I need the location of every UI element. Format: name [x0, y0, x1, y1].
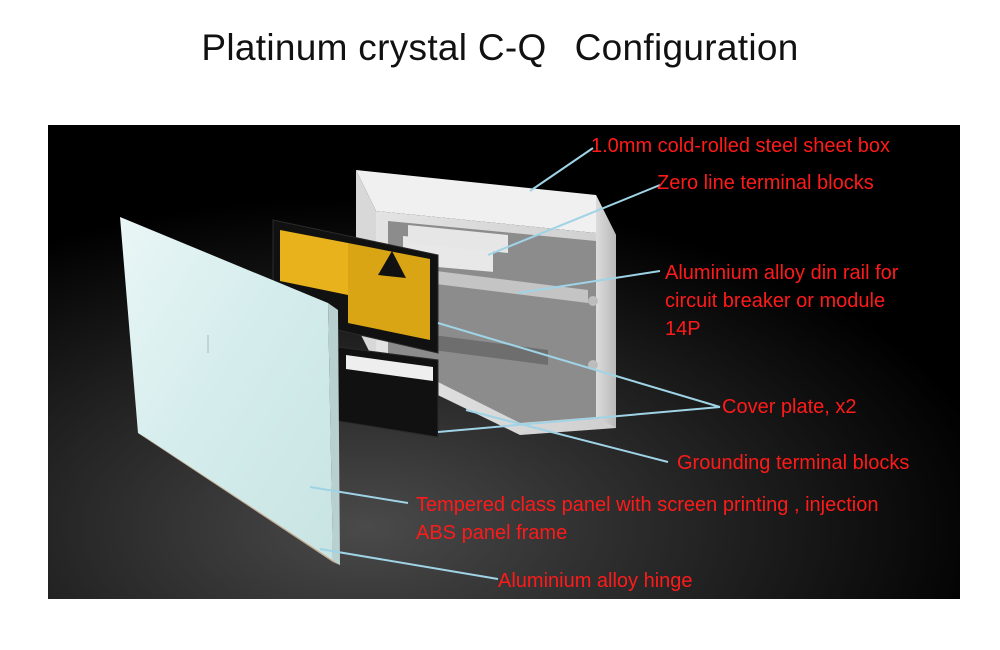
label-grounding-terminals: Grounding terminal blocks [677, 452, 910, 474]
label-glass-panel-line-2: ABS panel frame [416, 522, 568, 544]
label-steel-box: 1.0mm cold-rolled steel sheet box [591, 135, 891, 157]
leader-lines [309, 147, 721, 580]
label-hinge: Aluminium alloy hinge [498, 570, 693, 592]
grounding-terminal-strip [433, 335, 548, 365]
title-section: Configuration [574, 27, 799, 68]
label-din-rail-line-2: circuit breaker or module [665, 290, 886, 312]
page-title: Platinum crystal C-Q Configuration [0, 27, 1000, 69]
hinge-edge [138, 433, 340, 565]
cover-plate-upper [272, 219, 439, 368]
label-glass-panel-line-1: Tempered class panel with screen printin… [416, 494, 879, 516]
exploded-view-illustration: 1.0mm cold-rolled steel sheet box Zero l… [48, 125, 960, 599]
label-zero-line-terminals: Zero line terminal blocks [657, 172, 874, 194]
label-cover-plate: Cover plate, x2 [722, 396, 857, 418]
cover-plate-lower [337, 346, 439, 438]
zero-line-terminal-strip [408, 225, 508, 253]
label-din-rail-line-3: 14P [665, 318, 701, 340]
title-product: Platinum crystal C-Q [201, 27, 547, 68]
exploded-view-drawing [48, 125, 960, 599]
glass-panel [120, 217, 340, 565]
din-rail [428, 270, 588, 303]
label-din-rail-line-1: Aluminium alloy din rail for [665, 262, 899, 284]
